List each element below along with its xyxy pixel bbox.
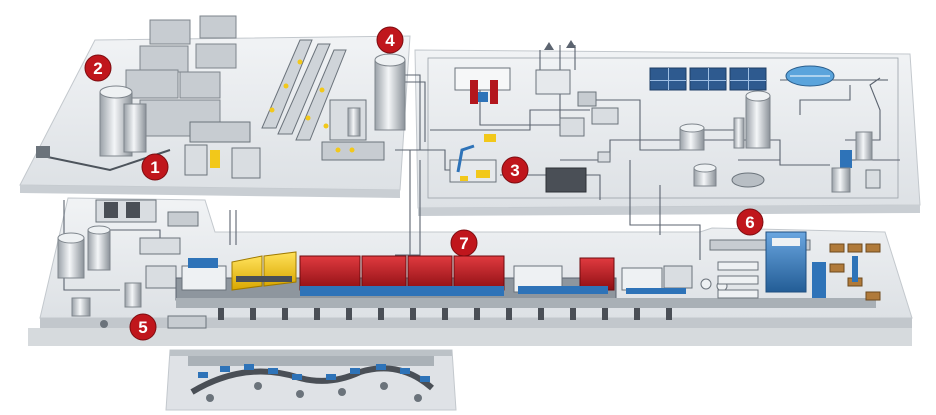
control-desk-icon <box>190 364 434 402</box>
marker-number: 2 <box>93 59 102 78</box>
pallet-storage <box>829 243 881 301</box>
area-markers: 1 2 3 4 5 6 7 <box>84 26 764 341</box>
marker-badge <box>376 26 404 54</box>
marker-number: 3 <box>510 161 519 180</box>
boiler-house <box>454 67 511 104</box>
area-marker-2[interactable]: 2 <box>84 54 112 82</box>
roll-icon <box>717 261 759 299</box>
marker-number: 7 <box>459 234 468 253</box>
hall-supports <box>218 308 672 320</box>
storage-silo-icon <box>57 225 111 279</box>
marker-badge <box>129 313 157 341</box>
inlet-equipment <box>831 131 881 193</box>
coater-section <box>513 257 615 294</box>
reel-section <box>621 265 728 294</box>
marker-number: 4 <box>385 31 395 50</box>
area-marker-4[interactable]: 4 <box>376 26 404 54</box>
area-marker-1[interactable]: 1 <box>141 153 169 181</box>
water-tank-icon <box>679 90 771 187</box>
robot-arm-icon <box>449 144 497 183</box>
solar-panel-icon <box>649 67 767 91</box>
press-section <box>231 251 297 291</box>
marker-badge <box>141 153 169 181</box>
marker-badge <box>501 156 529 184</box>
forming-section <box>181 258 227 291</box>
marker-badge <box>736 208 764 236</box>
marker-badge <box>84 54 112 82</box>
area-marker-5[interactable]: 5 <box>129 313 157 341</box>
control-room <box>188 356 434 402</box>
area-marker-3[interactable]: 3 <box>501 156 529 184</box>
marker-number: 1 <box>150 158 159 177</box>
marker-number: 5 <box>138 318 147 337</box>
winding-finishing-area <box>709 231 881 301</box>
dryer-section <box>299 255 505 296</box>
storage-silo-icon <box>99 85 147 157</box>
area-marker-6[interactable]: 6 <box>736 208 764 236</box>
clarifier-icon <box>785 65 835 87</box>
area-marker-7[interactable]: 7 <box>450 229 478 257</box>
storage-tanks-area <box>347 53 406 137</box>
utilities-area <box>449 40 619 193</box>
pulp-plant-area <box>36 15 385 179</box>
approach-flow-area <box>57 199 207 329</box>
refiner-tower-bank <box>261 39 347 141</box>
chimney-icon <box>535 40 576 95</box>
stock-prep-equipment <box>184 121 261 179</box>
marker-badge <box>450 229 478 257</box>
paper-machine-area <box>175 251 876 320</box>
marker-number: 6 <box>745 213 754 232</box>
storage-silo-icon <box>374 53 406 131</box>
